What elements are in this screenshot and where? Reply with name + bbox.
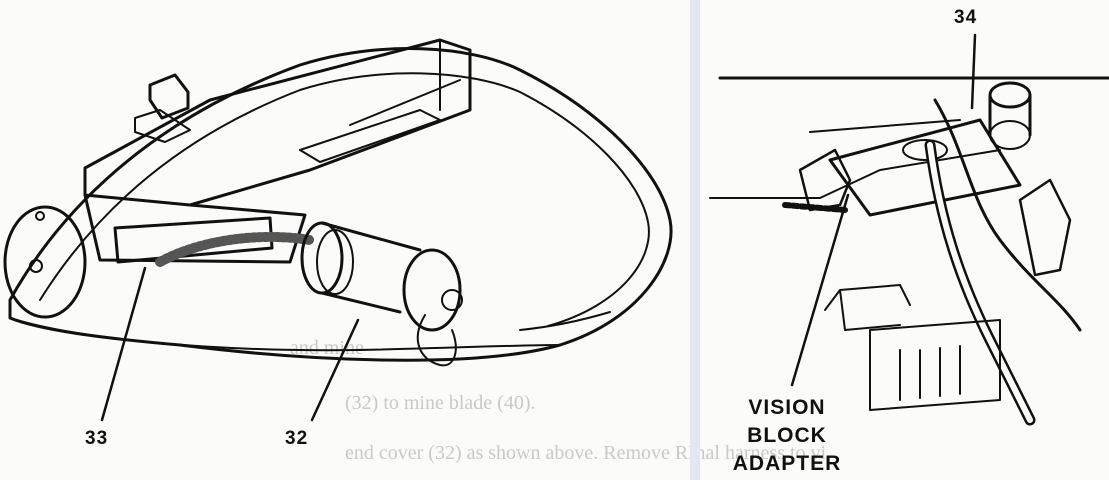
callout-line: VISION (748, 396, 826, 419)
grip-handle (824, 284, 911, 331)
housing-slot (299, 109, 441, 163)
vision-block-ribs (899, 345, 961, 401)
callout-line: BLOCK (747, 424, 827, 447)
callout-32: 32 (285, 428, 309, 449)
cap-knob (148, 73, 190, 120)
cable-upper (933, 98, 1082, 332)
connector-32 (300, 221, 463, 367)
housing-front (83, 193, 307, 264)
bracket-slot (113, 216, 274, 264)
cap-knob-base (134, 109, 191, 143)
hull-lower-edge (9, 317, 561, 352)
callout-33: 33 (85, 428, 109, 449)
bleed-through-text: and mine (290, 337, 364, 359)
panel-divider (690, 0, 700, 480)
braided-cable (155, 231, 315, 267)
callout-line: ADAPTER (732, 452, 842, 475)
hatch-bolt (29, 259, 43, 273)
dash-edge (809, 119, 961, 133)
right-technical-drawing (709, 33, 1109, 426)
leader-vba (790, 193, 850, 387)
left-figure-panel: and mine (32) to mine blade (40). end co… (3, 38, 690, 464)
bleed-through-text: end cover (32) as shown above. Remove RE… (345, 442, 690, 464)
latch-chain (782, 202, 848, 213)
bleed-through-text: inal harness to vi (700, 442, 827, 464)
leader-32 (310, 318, 360, 422)
hull-edge-stripe (519, 311, 611, 331)
right-figure-panel: inal harness to vi 34 VISION BLOC (700, 0, 1109, 480)
leader-33 (100, 266, 147, 422)
leader-34 (970, 33, 977, 110)
side-bracket (1018, 178, 1072, 277)
hatch-bolt (35, 211, 45, 221)
bleed-through-text: (32) to mine blade (40). (345, 392, 536, 414)
connector-34 (988, 81, 1032, 150)
housing-top (83, 38, 472, 207)
latch-bracket (798, 148, 852, 212)
roof-lower (709, 149, 1001, 199)
periscope-mount (828, 118, 1022, 217)
hull-inner-rim (39, 72, 650, 327)
left-hatch (3, 205, 87, 319)
vision-block (869, 319, 1001, 411)
hull-outline (8, 47, 673, 362)
callout-34: 34 (954, 7, 978, 28)
housing-vent (349, 39, 461, 126)
callout-vision-block-adapter: VISION BLOCK ADAPTER (726, 394, 848, 478)
mount-port (902, 139, 948, 161)
left-technical-drawing (3, 38, 673, 422)
